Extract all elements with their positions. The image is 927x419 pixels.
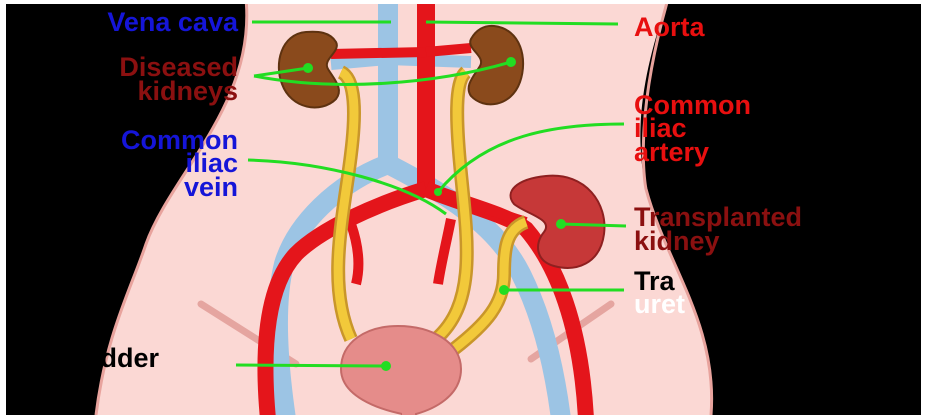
label-vena-cava: Vena cava <box>107 7 239 37</box>
label-common-iliac-artery-line3: artery <box>634 137 709 167</box>
leader-transplanted-kidney <box>561 224 626 226</box>
label-common-iliac-vein-line3: vein <box>184 172 238 202</box>
dot-transplanted-ureter <box>499 285 509 295</box>
label-bladder: ladder <box>78 343 160 373</box>
leader-aorta <box>426 22 618 24</box>
label-transplanted-ureter-line2: uret <box>634 289 685 319</box>
renal-vein-left <box>331 59 388 64</box>
dot-common-iliac-artery <box>434 188 442 196</box>
dot-transplanted-kidney <box>556 219 566 229</box>
dot-bladder <box>381 361 391 371</box>
kidney-transplant-diagram: Vena cava Aorta Diseased kidneys Common … <box>6 4 921 415</box>
label-transplanted-kidney-line2: kidney <box>634 226 720 256</box>
label-diseased-kidneys-line2: kidneys <box>137 76 238 106</box>
leader-bladder <box>236 365 386 366</box>
diagram-frame: Vena cava Aorta Diseased kidneys Common … <box>6 4 921 415</box>
dot-diseased-kidney-left <box>303 63 313 73</box>
label-aorta: Aorta <box>634 12 705 42</box>
dot-diseased-kidney-right <box>506 57 516 67</box>
urethra <box>402 404 414 415</box>
renal-artery-left <box>331 52 426 54</box>
renal-artery-right <box>426 48 471 52</box>
